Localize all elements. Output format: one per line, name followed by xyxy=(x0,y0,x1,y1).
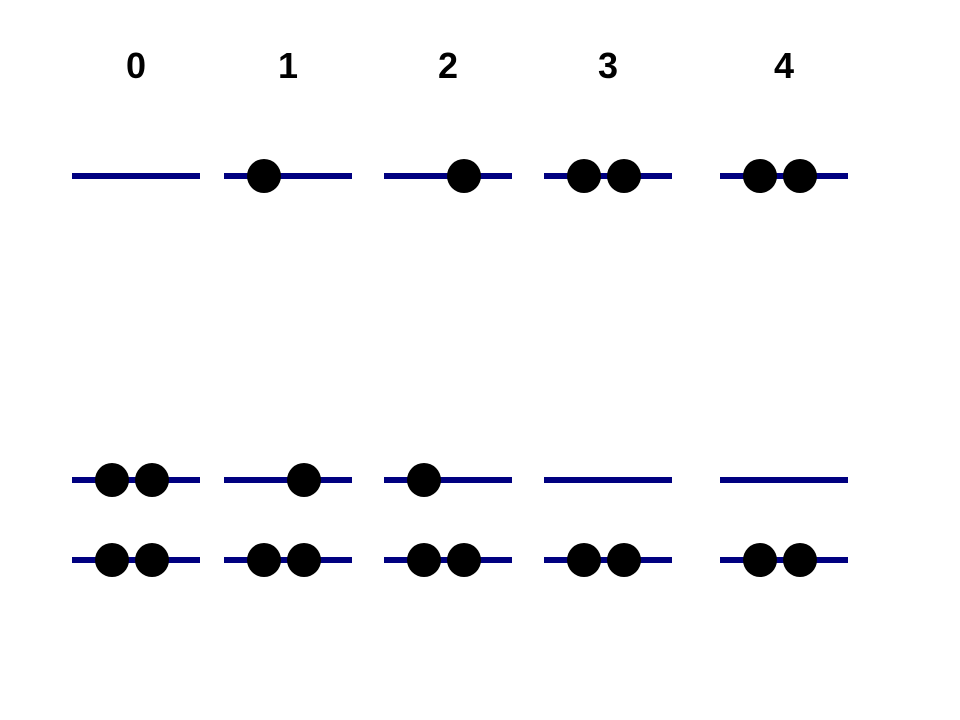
energy-level-lower-0-col-2 xyxy=(384,463,512,497)
energy-level-lower-1-col-4 xyxy=(720,543,848,577)
column-label-1: 1 xyxy=(278,45,298,86)
electron-dot xyxy=(743,543,777,577)
electron-dot xyxy=(407,543,441,577)
electron-dot xyxy=(95,463,129,497)
electron-dot xyxy=(607,159,641,193)
energy-level-lower-1-col-0 xyxy=(72,543,200,577)
energy-level-upper-col-1 xyxy=(224,159,352,193)
electron-dot xyxy=(743,159,777,193)
energy-level-upper-col-2 xyxy=(384,159,512,193)
electron-dot xyxy=(407,463,441,497)
energy-level-lower-1-col-3 xyxy=(544,543,672,577)
electron-dot xyxy=(447,159,481,193)
electron-dot xyxy=(247,159,281,193)
energy-level-upper-col-3 xyxy=(544,159,672,193)
energy-level-lower-1-col-1 xyxy=(224,543,352,577)
column-label-4: 4 xyxy=(774,45,794,86)
electron-dot xyxy=(135,463,169,497)
electron-dot xyxy=(783,543,817,577)
electron-dot xyxy=(447,543,481,577)
electron-dot xyxy=(287,463,321,497)
column-label-2: 2 xyxy=(438,45,458,86)
column-label-0: 0 xyxy=(126,45,146,86)
electron-dot xyxy=(607,543,641,577)
electron-dot xyxy=(567,159,601,193)
electron-dot xyxy=(783,159,817,193)
electron-dot xyxy=(135,543,169,577)
energy-level-upper-col-4 xyxy=(720,159,848,193)
electron-dot xyxy=(95,543,129,577)
electron-dot xyxy=(247,543,281,577)
electron-dot xyxy=(567,543,601,577)
energy-level-lower-0-col-1 xyxy=(224,463,352,497)
energy-level-lower-1-col-2 xyxy=(384,543,512,577)
energy-level-lower-0-col-0 xyxy=(72,463,200,497)
electron-dot xyxy=(287,543,321,577)
column-label-3: 3 xyxy=(598,45,618,86)
